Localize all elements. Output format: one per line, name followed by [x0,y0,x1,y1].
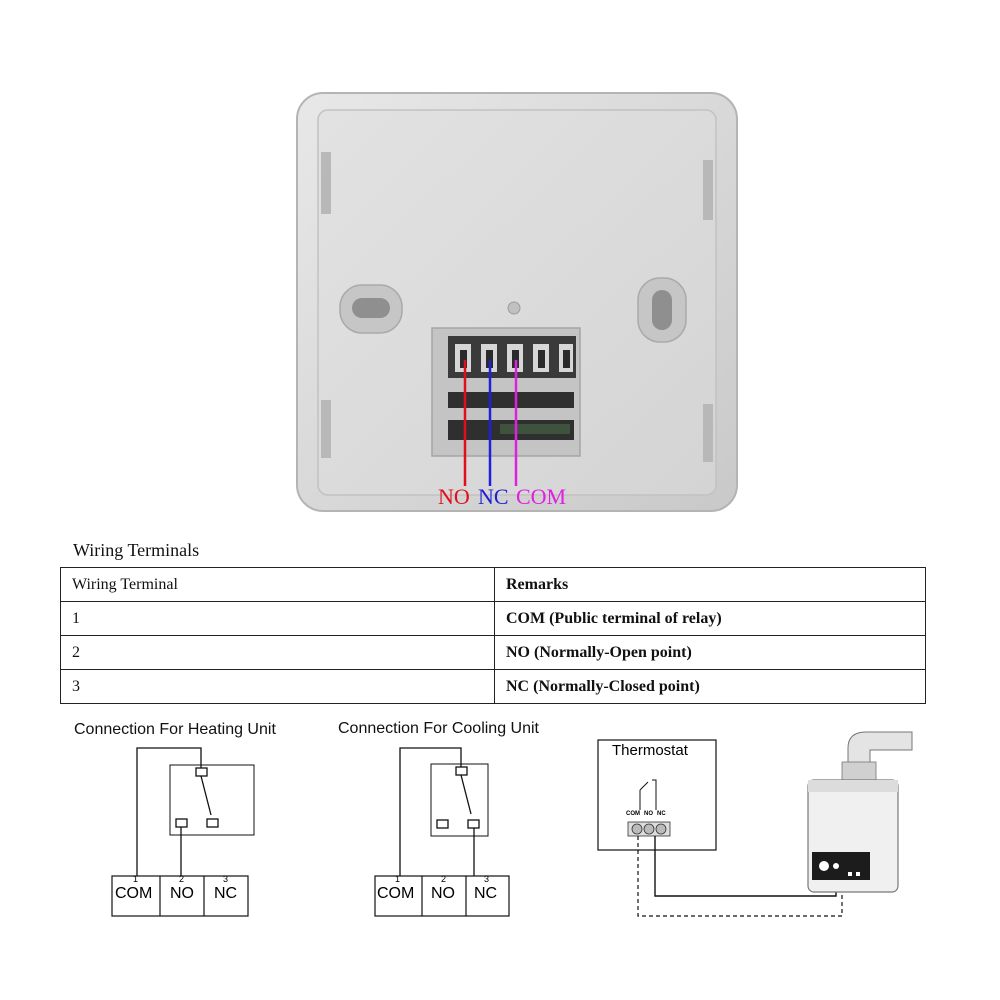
terminal-remark: NO (Normally-Open point) [494,635,926,670]
table-title: Wiring Terminals [73,540,200,560]
cooling-diagram-title: Connection For Cooling Unit [338,720,539,737]
heating-terminal-num-3: 3 [223,874,229,884]
heating-diagram-title: Connection For Heating Unit [74,721,276,738]
cooling-terminal-num-2: 2 [441,874,447,884]
cooling-terminal-label-com: COM [377,885,415,902]
system-wire-dashed [637,836,843,917]
table-row: 1 COM (Public terminal of relay) [60,601,926,636]
cooling-terminal-num-3: 3 [484,874,490,884]
heating-diagram [111,747,255,917]
side-slot [703,404,713,462]
system-diagram [597,731,913,917]
mounting-hole-left-slot [352,298,390,318]
mini-terminal-nc: NC [657,811,666,817]
table-row: 2 NO (Normally-Open point) [60,635,926,670]
terminal-remark: NC (Normally-Closed point) [494,669,926,704]
header-wiring-terminal: Wiring Terminal [60,567,495,602]
cooling-terminal-block [374,875,510,917]
mini-terminal-com: COM [626,811,640,817]
photo-label-nc: NC [478,484,509,509]
photo-label-no: NO [438,484,470,509]
heating-terminal-label-no: NO [170,885,194,902]
heating-terminal-num-1: 1 [133,874,139,884]
center-hole [507,301,521,315]
heating-relay-box [169,764,255,836]
side-slot [321,152,331,214]
cooling-relay-box [430,763,489,837]
wiring-terminals-table: Wiring Terminal Remarks 1 COM (Public te… [60,567,926,704]
photo-label-com: COM [516,484,567,509]
terminal-remark: COM (Public terminal of relay) [494,601,926,636]
terminal-number: 2 [60,635,495,670]
cooling-diagram [374,747,510,917]
cooling-terminal-num-1: 1 [395,874,401,884]
table-row: 3 NC (Normally-Closed point) [60,669,926,704]
heating-terminal-label-com: COM [115,885,153,902]
heating-com-wire [136,747,202,876]
table-header-row: Wiring Terminal Remarks [60,567,926,602]
mounting-hole-right-slot [652,290,672,330]
heating-terminal-label-nc: NC [214,885,238,902]
header-remarks: Remarks [494,567,926,602]
cooling-terminal-label-no: NO [431,885,455,902]
heating-terminal-num-2: 2 [179,874,185,884]
cooling-com-wire [399,747,462,876]
terminal-number: 3 [60,669,495,704]
thermostat-label: Thermostat [612,742,688,759]
cooling-terminal-label-nc: NC [474,885,498,902]
side-slot [321,400,331,458]
heating-terminal-block [111,875,249,917]
mini-terminal-no: NO [644,811,653,817]
terminal-number: 1 [60,601,495,636]
side-slot [703,160,713,220]
